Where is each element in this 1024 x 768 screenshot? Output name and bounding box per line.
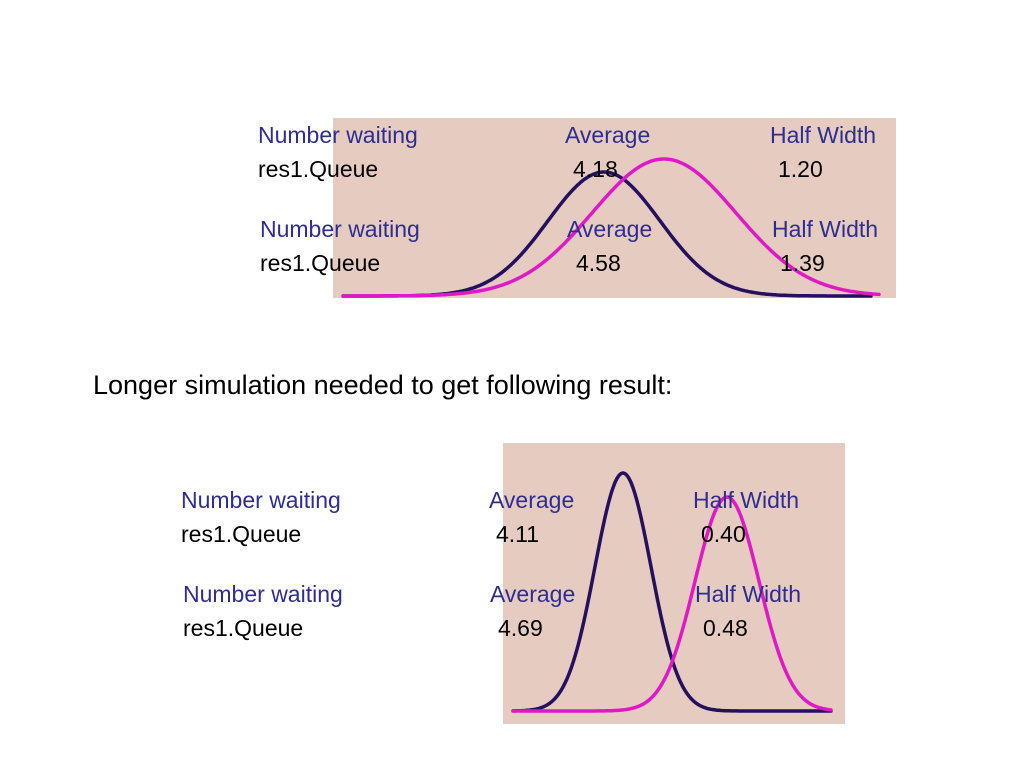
top-b-label-header: Number waiting	[260, 216, 420, 242]
top-b-half-width-value: 1.39	[780, 250, 825, 276]
top-panel-background	[333, 118, 896, 298]
bottom-b-half-width-header: Half Width	[695, 581, 802, 607]
bottom-a-half-width-header: Half Width	[693, 487, 800, 513]
bottom-b-row-label: res1.Queue	[183, 615, 304, 641]
top-b-half-width-header: Half Width	[772, 216, 879, 242]
top-a-half-width-value: 1.20	[778, 156, 823, 182]
bottom-b-average-value: 4.69	[498, 615, 543, 641]
bottom-a-average-header: Average	[489, 487, 575, 513]
bottom-b-half-width-value: 0.48	[703, 615, 748, 641]
top-a-average-header: Average	[565, 122, 651, 148]
top-a-label-header: Number waiting	[258, 122, 418, 148]
bottom-a-row-label: res1.Queue	[181, 521, 302, 547]
top-b-average-header: Average	[567, 216, 653, 242]
top-b-average-value: 4.58	[576, 250, 621, 276]
top-a-row-label: res1.Queue	[258, 156, 379, 182]
top-b-row-label: res1.Queue	[260, 250, 381, 276]
bottom-a-label-header: Number waiting	[181, 487, 341, 513]
bottom-magenta-curve	[511, 495, 833, 713]
top-a-half-width-header: Half Width	[770, 122, 877, 148]
bottom-a-half-width-value: 0.40	[701, 521, 746, 547]
bottom-b-label-header: Number waiting	[183, 581, 343, 607]
bottom-b-average-header: Average	[490, 581, 576, 607]
headline-text: Longer simulation needed to get followin…	[93, 370, 673, 400]
top-magenta-curve	[341, 157, 881, 298]
top-a-average-value: 4.18	[573, 156, 618, 182]
bottom-a-average-value: 4.11	[496, 521, 540, 547]
